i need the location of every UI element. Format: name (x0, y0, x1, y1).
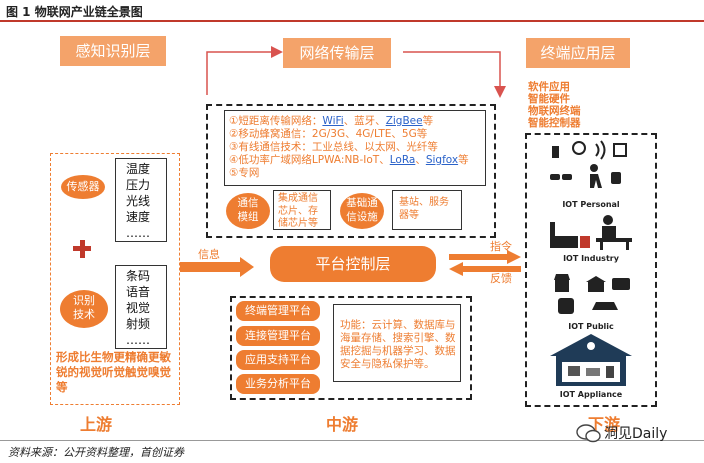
sensor-item: 温度 (126, 162, 151, 176)
feedback-label: 反馈 (490, 272, 512, 285)
command-feedback-arrows (449, 250, 521, 276)
sensor-oval: 传感器 (61, 175, 105, 199)
terminal-app-list: 软件应用 智能硬件 物联网终端 智能控制器 (528, 81, 581, 129)
network-line-3: ③有线通信技术：工业总线、以太网、光纤等 (229, 141, 438, 153)
recognition-item: 视觉 (126, 301, 151, 315)
recognition-item: 语音 (126, 285, 151, 299)
recognition-item: …… (126, 333, 150, 347)
terminal-region (525, 133, 657, 407)
terminal-layer-header: 终端应用层 (526, 38, 630, 68)
app-item: 智能控制器 (528, 117, 581, 129)
sensor-item: 压力 (126, 178, 151, 192)
network-line-1: ①短距离传输网络：WiFi、蓝牙、ZigBee等 (229, 115, 434, 127)
info-arrow-icon (180, 257, 254, 277)
sensor-item: …… (126, 226, 150, 240)
info-arrow-label: 信息 (198, 248, 220, 261)
manager-app-support: 应用支持平台 (236, 350, 320, 370)
title-rule (0, 20, 704, 22)
figure-title: 图 1 物联网产业链全景图 (6, 5, 143, 19)
recognition-item: 射频 (126, 317, 151, 331)
iot-public-icons (554, 274, 630, 314)
recognition-list: 条码 语音 视觉 射频 …… (115, 265, 167, 349)
iot-industry-label: IOT Industry (563, 254, 619, 263)
network-line-5: ⑤专网 (229, 167, 260, 179)
platform-control-layer: 平台控制层 (270, 246, 436, 282)
command-label: 指令 (490, 240, 512, 253)
wechat-icon (576, 424, 601, 443)
upstream-label: 上游 (80, 415, 113, 434)
manager-connection: 连接管理平台 (236, 326, 320, 346)
perception-summary: 形成比生物更精确更敏锐的视觉听觉触觉嗅觉等 (56, 350, 171, 394)
manager-business: 业务分析平台 (236, 374, 320, 394)
network-region (206, 104, 496, 238)
perception-region (50, 153, 180, 405)
iot-appliance-label: IOT Appliance (559, 390, 623, 399)
midstream-label: 中游 (326, 415, 359, 434)
iot-personal-icons (550, 140, 627, 188)
network-list-box: ①短距离传输网络：WiFi、蓝牙、ZigBee等 ②移动蜂窝通信：2G/3G、4… (224, 110, 486, 186)
recognition-oval: 识别 技术 (60, 290, 108, 328)
downstream-label: 下游 (588, 415, 621, 434)
network-layer-header: 网络传输层 (283, 38, 391, 68)
infra-oval: 基础通 信设施 (340, 193, 384, 229)
iot-public-label: IOT Public (568, 322, 614, 331)
footer-rule (0, 440, 704, 441)
sensor-item: 速度 (126, 210, 151, 224)
app-item: 软件应用 (528, 81, 570, 93)
sensor-list: 温度 压力 光线 速度 …… (115, 158, 167, 242)
watermark-brand: 洞见Daily (604, 426, 668, 442)
network-line-2: ②移动蜂窝通信：2G/3G、4G/LTE、5G等 (229, 128, 428, 140)
sensor-item: 光线 (126, 194, 151, 208)
perception-layer-header: 感知识别层 (60, 36, 166, 66)
comm-module-oval: 通信 模组 (226, 193, 270, 229)
app-item: 物联网终端 (528, 105, 581, 117)
plus-icon-v (79, 240, 85, 258)
source-note: 资料来源：公开资料整理，首创证券 (8, 446, 184, 459)
infra-desc: 基站、服务 器等 (392, 190, 462, 230)
recognition-item: 条码 (126, 269, 151, 283)
iot-industry-icons (550, 215, 632, 250)
manager-terminal: 终端管理平台 (236, 301, 320, 321)
platform-functions: 功能：云计算、数据库与海量存储、搜索引擎、数据挖掘与机器学习、数据安全与隐私保护… (333, 304, 461, 382)
platform-region (230, 296, 472, 400)
comm-module-desc: 集成通信 芯片、存 储芯片等 (273, 190, 331, 230)
app-item: 智能硬件 (528, 93, 570, 105)
iot-appliance-house-icon (550, 334, 632, 386)
iot-personal-label: IOT Personal (562, 200, 620, 209)
network-line-4: ④低功率广域网络LPWA:NB-IoT、LoRa、Sigfox等 (229, 154, 469, 166)
